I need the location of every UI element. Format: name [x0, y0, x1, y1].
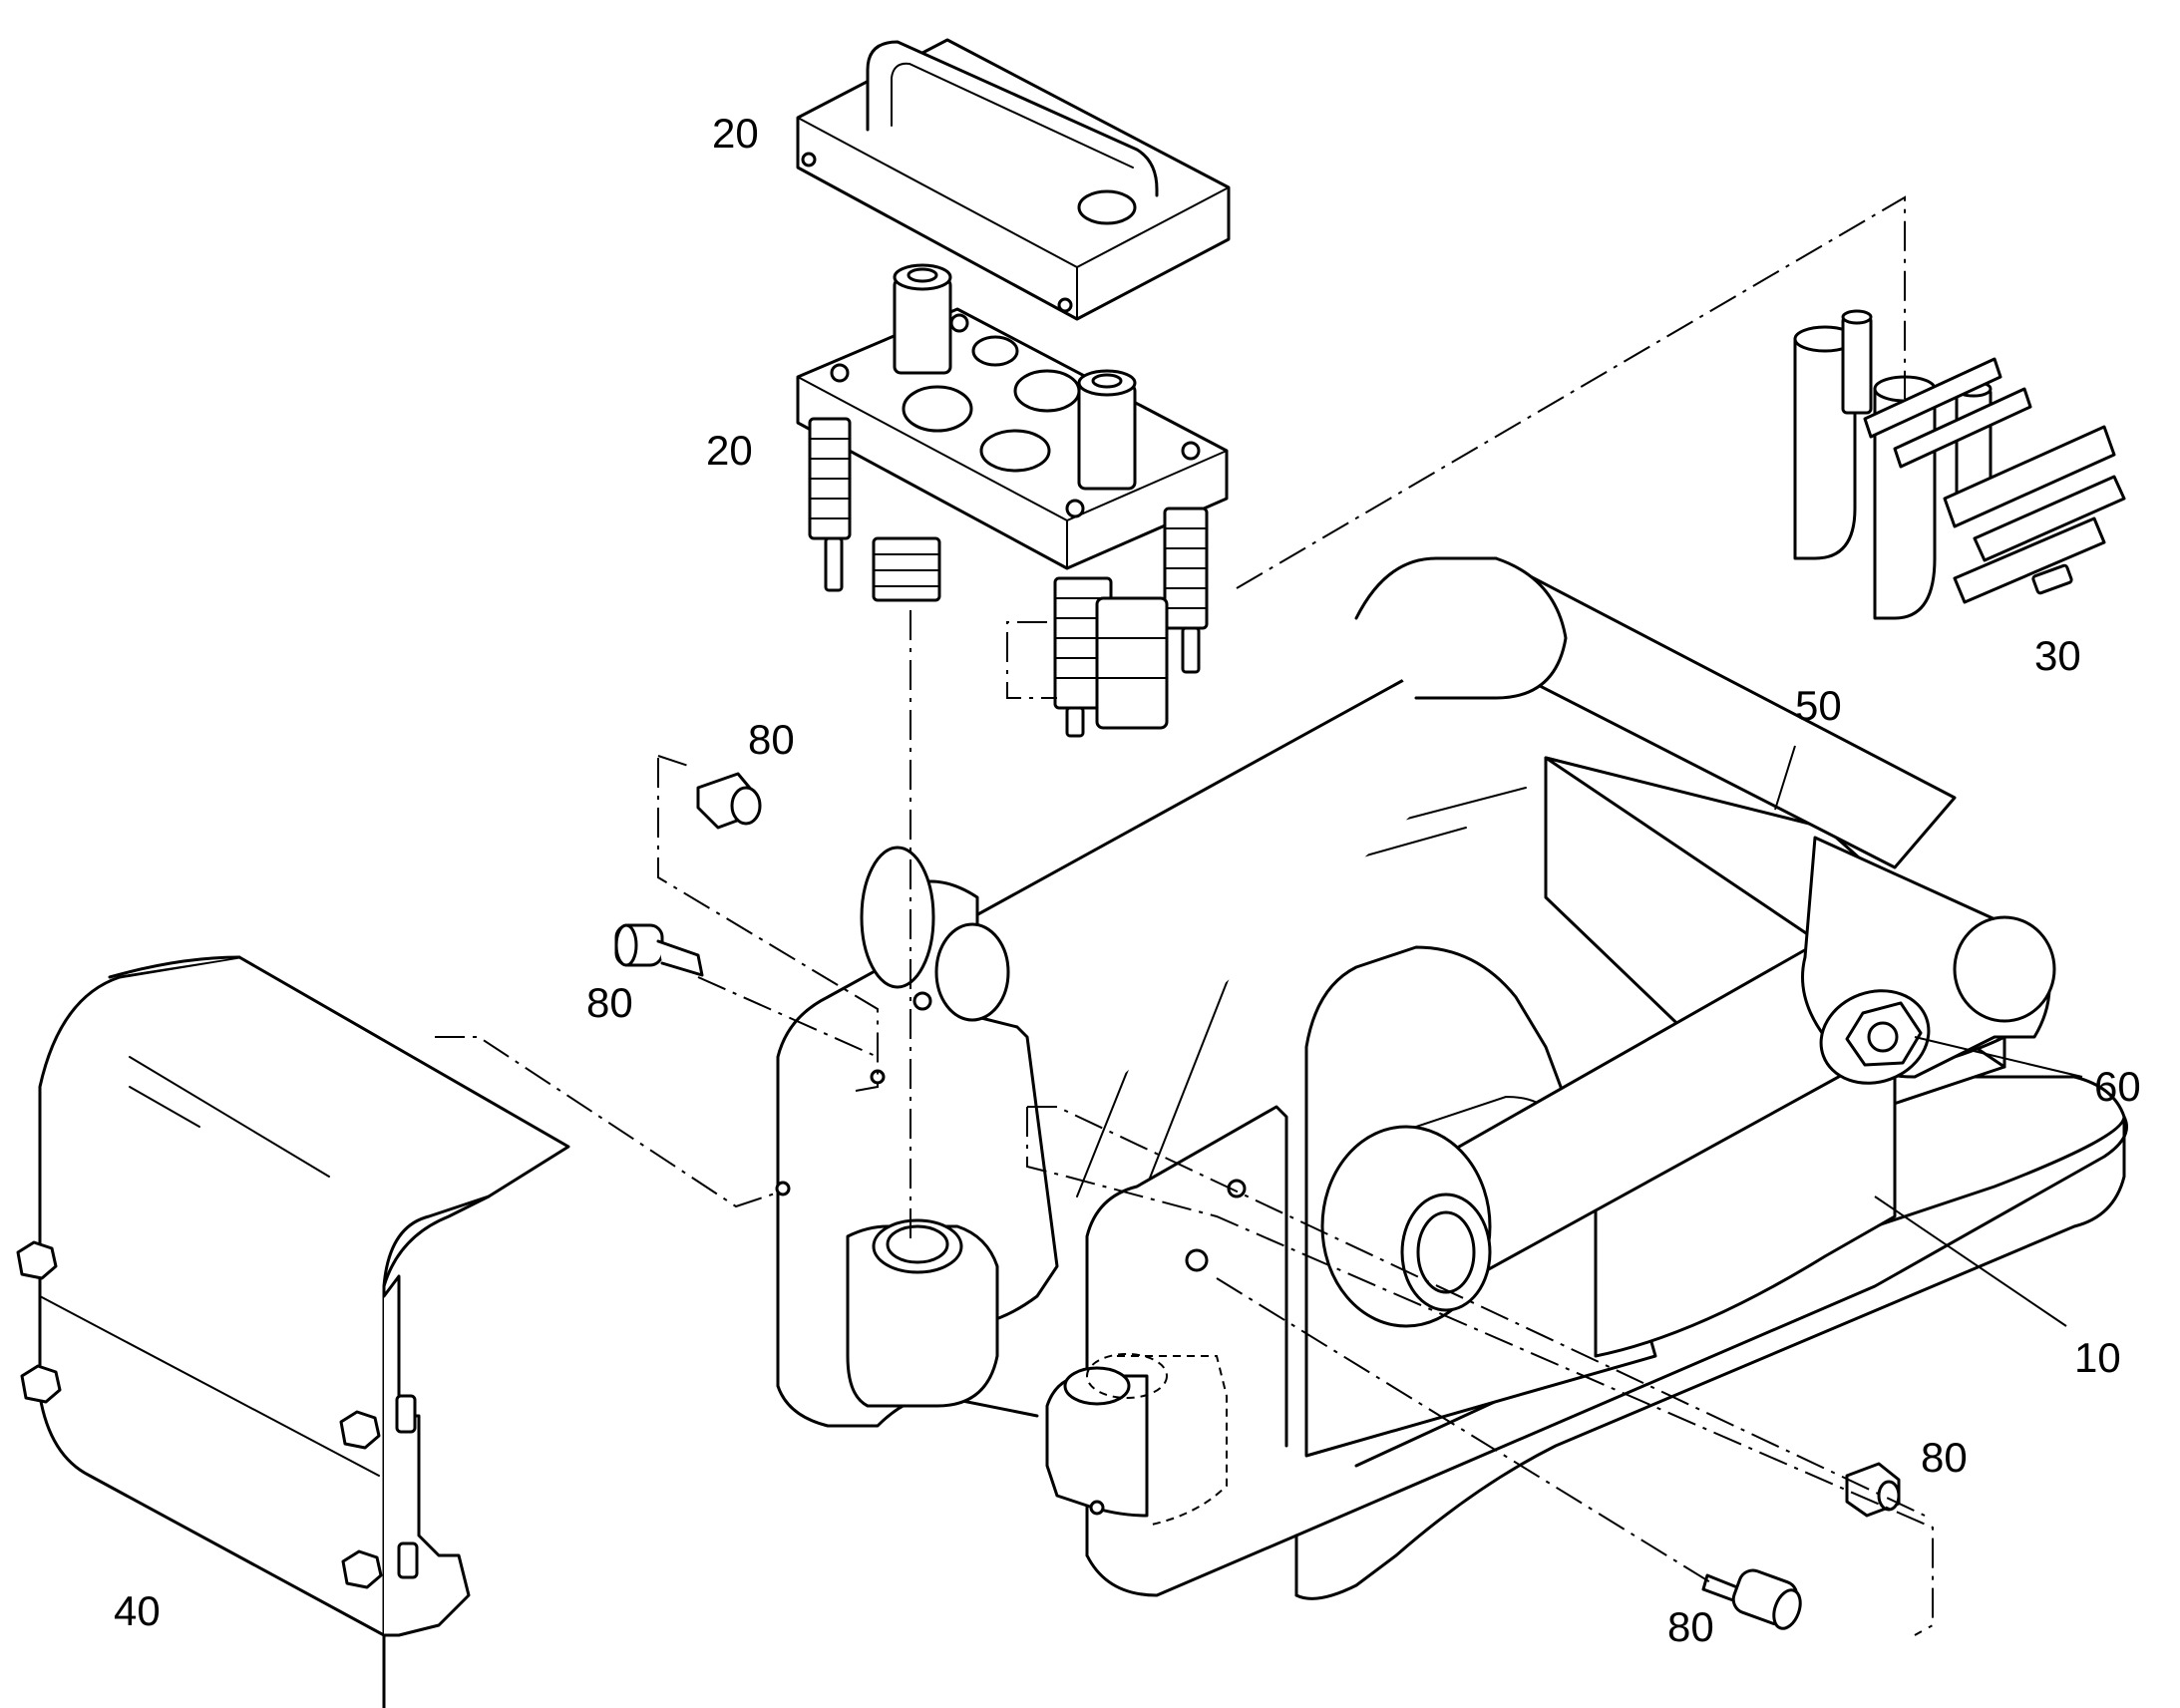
- spring-center: [872, 536, 941, 602]
- callout-80-screw-left: 80: [586, 979, 633, 1026]
- screw-left: [614, 923, 704, 977]
- callout-30: 30: [2034, 632, 2081, 679]
- spring-front: [1053, 576, 1169, 738]
- callout-10: 10: [2074, 1334, 2121, 1381]
- part-10-frame: [1076, 756, 2128, 1600]
- callout-40: 40: [114, 1587, 161, 1634]
- callout-80-screw-bottom: 80: [1667, 1603, 1714, 1650]
- part-40-guard: [16, 955, 570, 1708]
- screw-bottom: [1701, 1568, 1802, 1630]
- part-50-pin: [860, 556, 1957, 989]
- part-30-hose-assembly: [1793, 309, 2126, 620]
- spring-right: [1163, 507, 1209, 674]
- bushing-bottom-right: [1845, 1462, 1901, 1518]
- guard-bolts: [16, 1240, 419, 1589]
- bushing-top-left: [696, 772, 762, 830]
- spring-left: [808, 417, 852, 592]
- callout-20-valve-block: 20: [706, 427, 753, 474]
- callout-60: 60: [2094, 1063, 2141, 1110]
- callouts: 20 20 30 50 80 80 60 10 80 40 80: [114, 110, 2141, 1650]
- callout-80-bushing-right: 80: [1921, 1434, 1968, 1481]
- part-20-cover-plate: [796, 38, 1231, 321]
- assembly-leaders: [435, 195, 1934, 1636]
- part-80-fasteners: [614, 772, 1901, 1630]
- side-plate-left: [775, 609, 1588, 1428]
- part-60-bolt: [1845, 1001, 1923, 1067]
- right-link-plate: [1320, 836, 2056, 1328]
- callout-20-cover: 20: [712, 110, 759, 157]
- callout-80-bushing-top: 80: [748, 716, 795, 763]
- side-plate-right: [1045, 1095, 1557, 1597]
- callout-50: 50: [1795, 682, 1842, 729]
- callout-leaders: [1774, 745, 2083, 1327]
- part-20-valve-block: [796, 263, 1229, 738]
